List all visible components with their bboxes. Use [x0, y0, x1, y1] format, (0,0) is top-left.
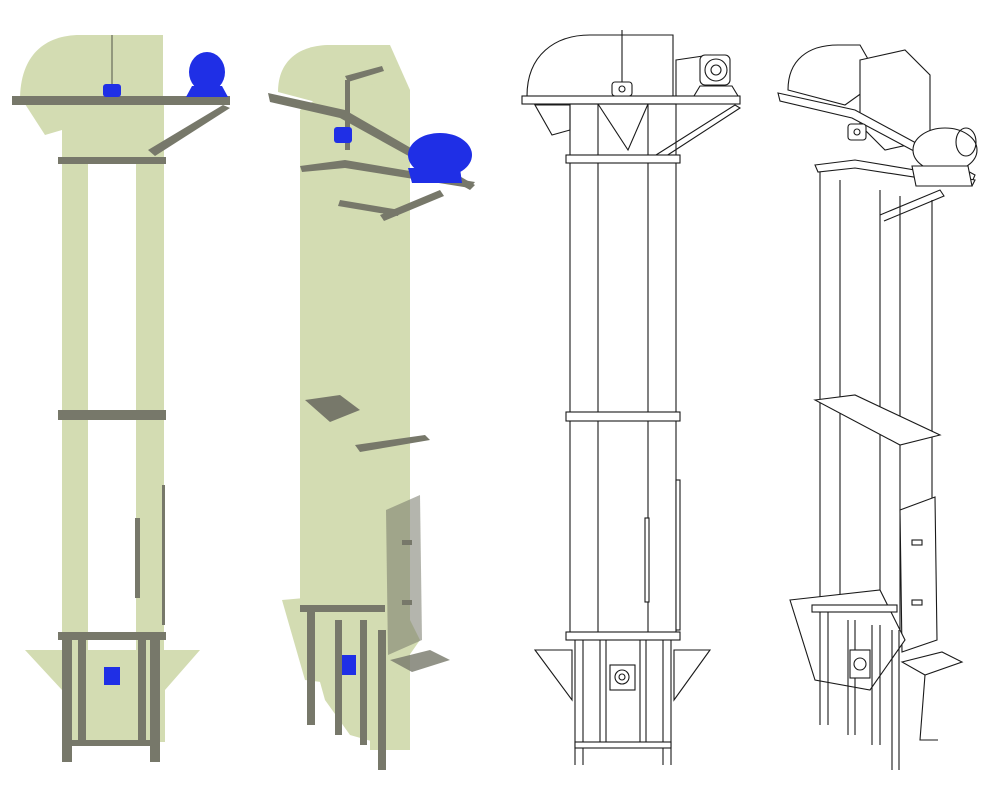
iso-mid-frame-2 — [355, 435, 430, 452]
mid-crossbeam — [565, 411, 681, 422]
boot-bottom-bar — [62, 740, 160, 746]
iso-door-slot-2 — [402, 600, 412, 605]
mid-crossbeam — [58, 410, 166, 420]
boot-pulley-icon — [609, 664, 636, 691]
iso-door-slot-1 — [402, 540, 412, 545]
iso-mid-frame — [813, 394, 942, 446]
bearing-block-icon — [334, 127, 352, 143]
head-chute — [25, 104, 62, 135]
iso-boot-post-2 — [335, 620, 342, 735]
iso-door-slot-2 — [911, 599, 923, 606]
iso-boot-post-1 — [307, 610, 315, 725]
boot-post-1 — [62, 640, 72, 762]
top-crossbeam — [58, 157, 166, 164]
iso-door-panel — [899, 496, 938, 653]
iso-boot-post-4 — [378, 630, 386, 770]
iso-brace — [879, 189, 945, 222]
casing-left-leg — [62, 100, 88, 660]
iso-discharge-chute — [900, 651, 964, 676]
iso-mid-frame — [305, 395, 360, 422]
top-crossbeam — [565, 154, 681, 164]
casing — [569, 103, 677, 635]
drive-motor-icon — [693, 54, 739, 97]
boot-post-4 — [150, 640, 160, 762]
boot-pulley-icon — [342, 655, 356, 675]
elevator-isometric-colored — [268, 45, 475, 770]
casing-top-block — [62, 100, 164, 160]
side-door-frame — [675, 479, 681, 631]
head-platform — [12, 96, 230, 105]
elevator-front-colored — [12, 35, 230, 762]
side-door-frame — [162, 485, 165, 625]
boot-pulley-icon — [849, 649, 871, 679]
bearing-block-icon — [611, 81, 633, 97]
iso-door-slot-1 — [911, 539, 923, 546]
boot-hopper — [25, 650, 200, 742]
boot-hopper-right — [673, 649, 712, 702]
head-hood — [526, 34, 674, 97]
drive-motor-icon — [186, 52, 228, 97]
iso-discharge-chute — [390, 650, 450, 672]
iso-boot-frame-top — [811, 604, 898, 613]
boot-post-3 — [138, 640, 146, 745]
drive-motor-icon — [408, 133, 472, 183]
boot-bottom-bar — [574, 741, 672, 749]
iso-boot-frame-top — [300, 605, 385, 612]
iso-door-panel — [386, 495, 422, 655]
iso-boot-post-3 — [360, 620, 367, 745]
head-chute — [534, 104, 571, 136]
head-hood — [20, 35, 163, 100]
boot-hopper-left — [533, 649, 573, 702]
side-door-strip — [644, 517, 650, 603]
drive-motor-icon — [911, 127, 978, 187]
casing-right-leg — [136, 100, 164, 660]
boot-pulley-icon — [104, 667, 120, 685]
elevator-front-line-art — [521, 30, 742, 765]
boot-post-2 — [78, 640, 86, 745]
iso-upright-top — [345, 66, 384, 82]
bearing-block-icon — [847, 123, 867, 141]
platform-brace — [655, 104, 742, 161]
head-platform — [521, 95, 741, 105]
bearing-block-icon — [103, 84, 121, 97]
side-door-strip — [135, 518, 140, 598]
boot-frame-top — [58, 632, 166, 640]
iso-brace-2 — [338, 200, 400, 216]
iso-hood — [787, 44, 881, 106]
platform-brace — [148, 105, 230, 156]
boot-frame-top — [565, 631, 681, 641]
elevator-isometric-line-art — [777, 44, 978, 770]
